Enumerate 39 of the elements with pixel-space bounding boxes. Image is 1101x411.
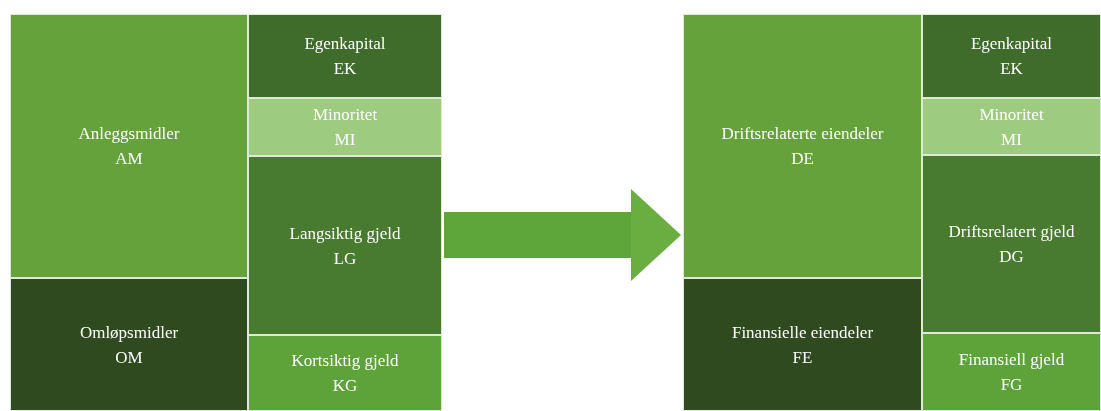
account-abbreviation: MI bbox=[334, 129, 356, 151]
account-name: Egenkapital bbox=[304, 33, 386, 55]
account-block bbox=[10, 14, 248, 278]
balance-sheet-panel bbox=[683, 14, 1101, 411]
account-name: Anleggsmidler bbox=[78, 123, 180, 145]
account-block bbox=[922, 333, 1101, 411]
account-abbreviation: LG bbox=[333, 247, 357, 270]
account-abbreviation: DG bbox=[999, 246, 1024, 268]
account-abbreviation: FE bbox=[792, 346, 813, 369]
account-name: Finansiell gjeld bbox=[958, 349, 1065, 371]
account-block bbox=[248, 98, 442, 156]
account-block bbox=[248, 14, 442, 98]
account-name: Driftsrelatert gjeld bbox=[948, 221, 1075, 243]
account-name: Finansielle eiendeler bbox=[731, 321, 874, 344]
account-name: Driftsrelaterte eiendeler bbox=[721, 123, 884, 145]
block-arrow bbox=[444, 189, 681, 281]
account-abbreviation: MI bbox=[1001, 128, 1022, 151]
account-name: Omløpsmidler bbox=[79, 321, 179, 344]
account-block bbox=[922, 155, 1101, 333]
account-name: Minoritet bbox=[312, 104, 378, 126]
account-abbreviation: AM bbox=[115, 148, 143, 170]
balance-sheet-panel bbox=[10, 14, 442, 411]
account-block bbox=[10, 278, 248, 411]
account-block bbox=[683, 14, 922, 278]
account-name: Kortsiktig gjeld bbox=[291, 350, 399, 372]
account-block bbox=[922, 98, 1101, 155]
account-abbreviation: FG bbox=[1000, 374, 1023, 396]
account-abbreviation: DE bbox=[791, 148, 814, 170]
account-abbreviation: KG bbox=[332, 375, 358, 397]
account-block bbox=[683, 278, 922, 411]
account-name: Langsiktig gjeld bbox=[289, 222, 401, 245]
account-name: Egenkapital bbox=[970, 33, 1053, 55]
account-name: Minoritet bbox=[979, 103, 1044, 126]
account-block bbox=[922, 14, 1101, 98]
account-abbreviation: EK bbox=[1000, 58, 1023, 80]
account-abbreviation: EK bbox=[333, 58, 357, 80]
account-block bbox=[248, 156, 442, 335]
account-abbreviation: OM bbox=[115, 346, 143, 369]
account-block bbox=[248, 335, 442, 411]
